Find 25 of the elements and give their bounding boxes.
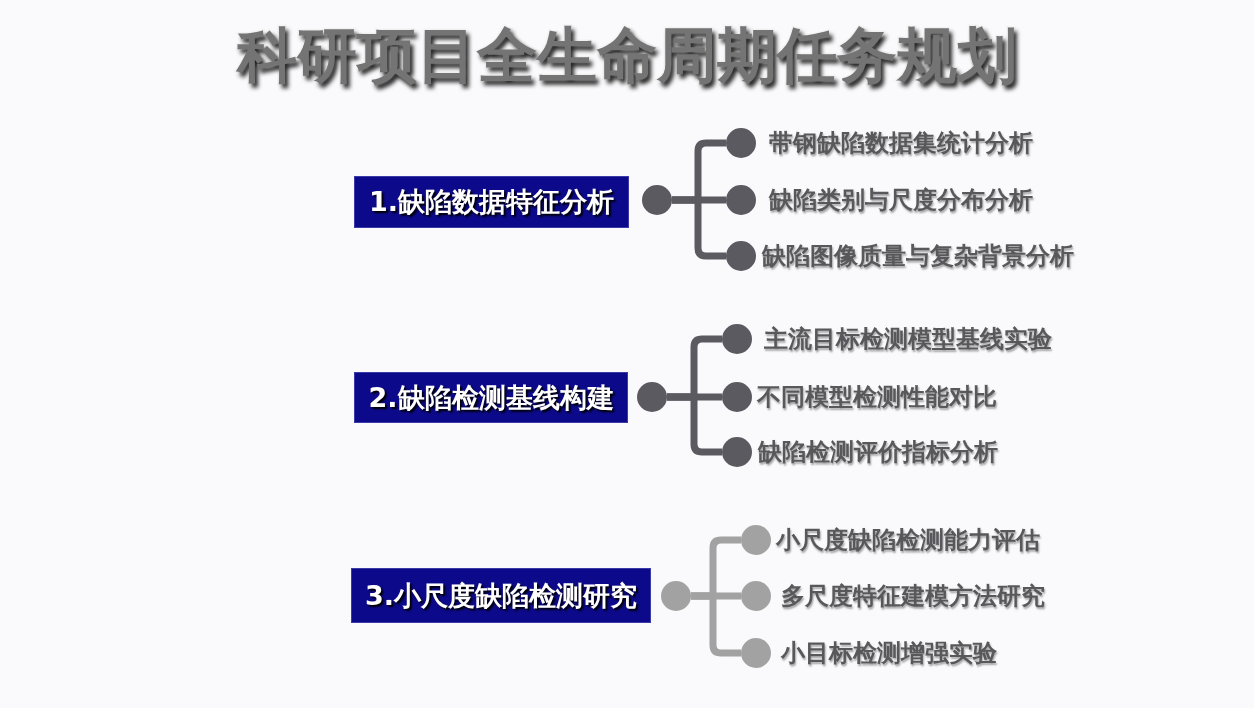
bullet-dot: [741, 638, 771, 668]
bullet-dot: [741, 525, 771, 555]
item-label: 带钢缺陷数据集统计分析: [769, 128, 1033, 159]
heading-box: 1.缺陷数据特征分析: [354, 176, 629, 228]
bullet-dot: [726, 128, 756, 158]
hub-dot: [642, 185, 672, 215]
bullet-dot: [741, 581, 771, 611]
heading-box: 3.小尺度缺陷检测研究: [351, 568, 651, 623]
bullet-dot: [722, 437, 752, 467]
item-label: 主流目标检测模型基线实验: [764, 324, 1052, 355]
heading-box: 2.缺陷检测基线构建: [354, 372, 628, 423]
item-label: 缺陷检测评价指标分析: [758, 437, 998, 468]
item-label: 小尺度缺陷检测能力评估: [776, 525, 1040, 556]
bullet-dot: [726, 185, 756, 215]
bullet-dot: [722, 382, 752, 412]
bullet-dot: [722, 324, 752, 354]
item-label: 不同模型检测性能对比: [757, 382, 997, 413]
item-label: 缺陷类别与尺度分布分析: [769, 185, 1033, 216]
item-label: 缺陷图像质量与复杂背景分析: [762, 241, 1074, 272]
item-label: 多尺度特征建模方法研究: [781, 581, 1045, 612]
item-label: 小目标检测增强实验: [781, 638, 997, 669]
bullet-dot: [726, 241, 756, 271]
hub-dot: [661, 581, 691, 611]
hub-dot: [637, 382, 667, 412]
title: 科研项目全生命周期任务规划: [237, 20, 1017, 90]
